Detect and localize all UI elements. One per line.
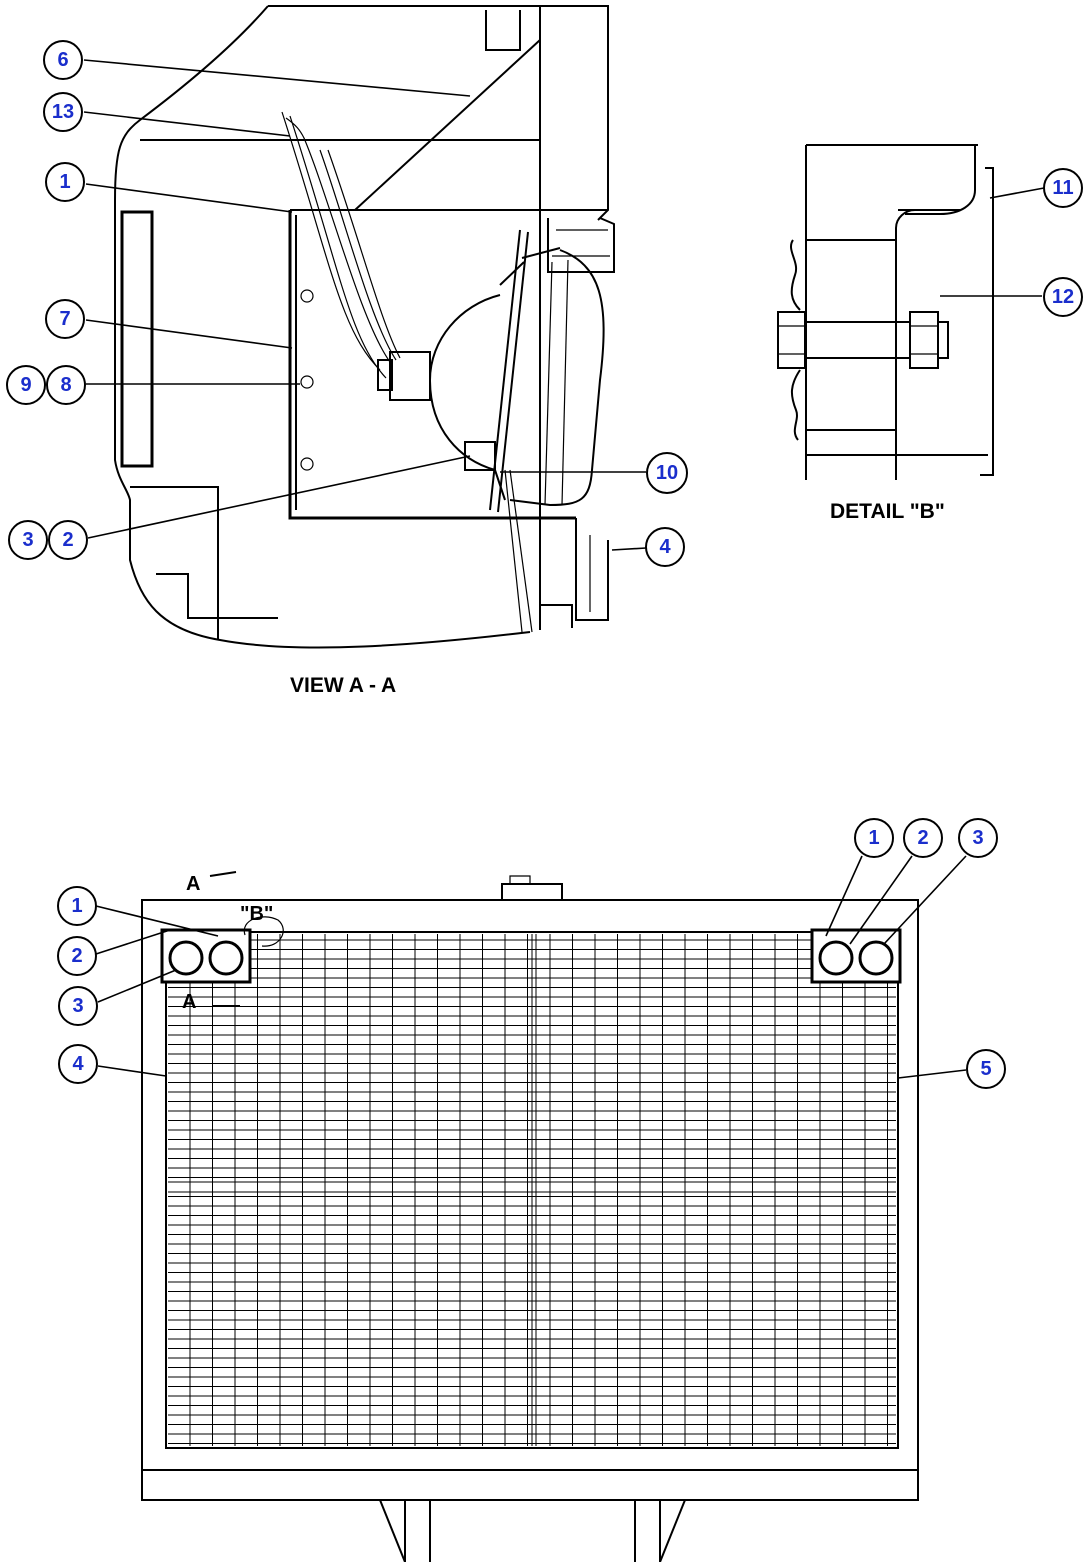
callout-10: 10 bbox=[646, 452, 688, 494]
view-aa-drawing bbox=[114, 5, 615, 649]
callout-1: 1 bbox=[57, 886, 97, 926]
callout-12: 12 bbox=[1043, 277, 1083, 317]
callout-11: 11 bbox=[1043, 168, 1083, 208]
svg-text:12: 12 bbox=[1052, 286, 1074, 308]
callout-4: 4 bbox=[58, 1044, 98, 1084]
callout-1: 1 bbox=[854, 818, 894, 858]
svg-text:13: 13 bbox=[52, 101, 74, 123]
svg-text:4: 4 bbox=[659, 536, 671, 558]
callout-2: 2 bbox=[903, 818, 943, 858]
svg-text:3: 3 bbox=[972, 827, 983, 849]
svg-text:2: 2 bbox=[62, 529, 73, 551]
svg-text:2: 2 bbox=[917, 827, 928, 849]
callout-2: 2 bbox=[57, 936, 97, 976]
svg-text:1: 1 bbox=[868, 827, 879, 849]
svg-text:3: 3 bbox=[22, 529, 33, 551]
section-mark-bottom: A bbox=[182, 991, 196, 1013]
grille-mesh bbox=[168, 934, 896, 1446]
callout-5: 5 bbox=[966, 1049, 1006, 1089]
callout-3: 3 bbox=[958, 818, 998, 858]
view-aa-caption: VIEW A - A bbox=[290, 674, 396, 697]
callout-3: 3 bbox=[8, 520, 48, 560]
detail-b-caption: DETAIL "B" bbox=[830, 500, 945, 523]
svg-text:11: 11 bbox=[1052, 177, 1073, 199]
callout-4: 4 bbox=[645, 527, 685, 567]
callout-9: 9 bbox=[6, 365, 46, 405]
detail-b-drawing bbox=[777, 144, 994, 480]
svg-text:9: 9 bbox=[20, 374, 31, 396]
callout-6: 6 bbox=[43, 40, 83, 80]
callout-13: 13 bbox=[43, 92, 83, 132]
callout-8: 8 bbox=[46, 365, 86, 405]
svg-text:5: 5 bbox=[980, 1058, 991, 1080]
leader-lines bbox=[83, 59, 1045, 1079]
svg-text:1: 1 bbox=[59, 171, 70, 193]
section-mark-top: A bbox=[186, 873, 200, 895]
callout-7: 7 bbox=[45, 299, 85, 339]
callout-2: 2 bbox=[48, 520, 88, 560]
callout-3: 3 bbox=[58, 986, 98, 1026]
svg-text:3: 3 bbox=[72, 995, 83, 1017]
detail-b-reference: "B" bbox=[240, 903, 273, 925]
svg-text:1: 1 bbox=[71, 895, 82, 917]
svg-text:10: 10 bbox=[656, 462, 678, 484]
svg-text:8: 8 bbox=[60, 374, 71, 396]
callout-1: 1 bbox=[45, 162, 85, 202]
front-view-drawing bbox=[141, 871, 919, 1562]
svg-text:2: 2 bbox=[71, 945, 82, 967]
svg-text:7: 7 bbox=[59, 308, 70, 330]
svg-text:6: 6 bbox=[57, 49, 68, 71]
svg-text:4: 4 bbox=[72, 1053, 84, 1075]
